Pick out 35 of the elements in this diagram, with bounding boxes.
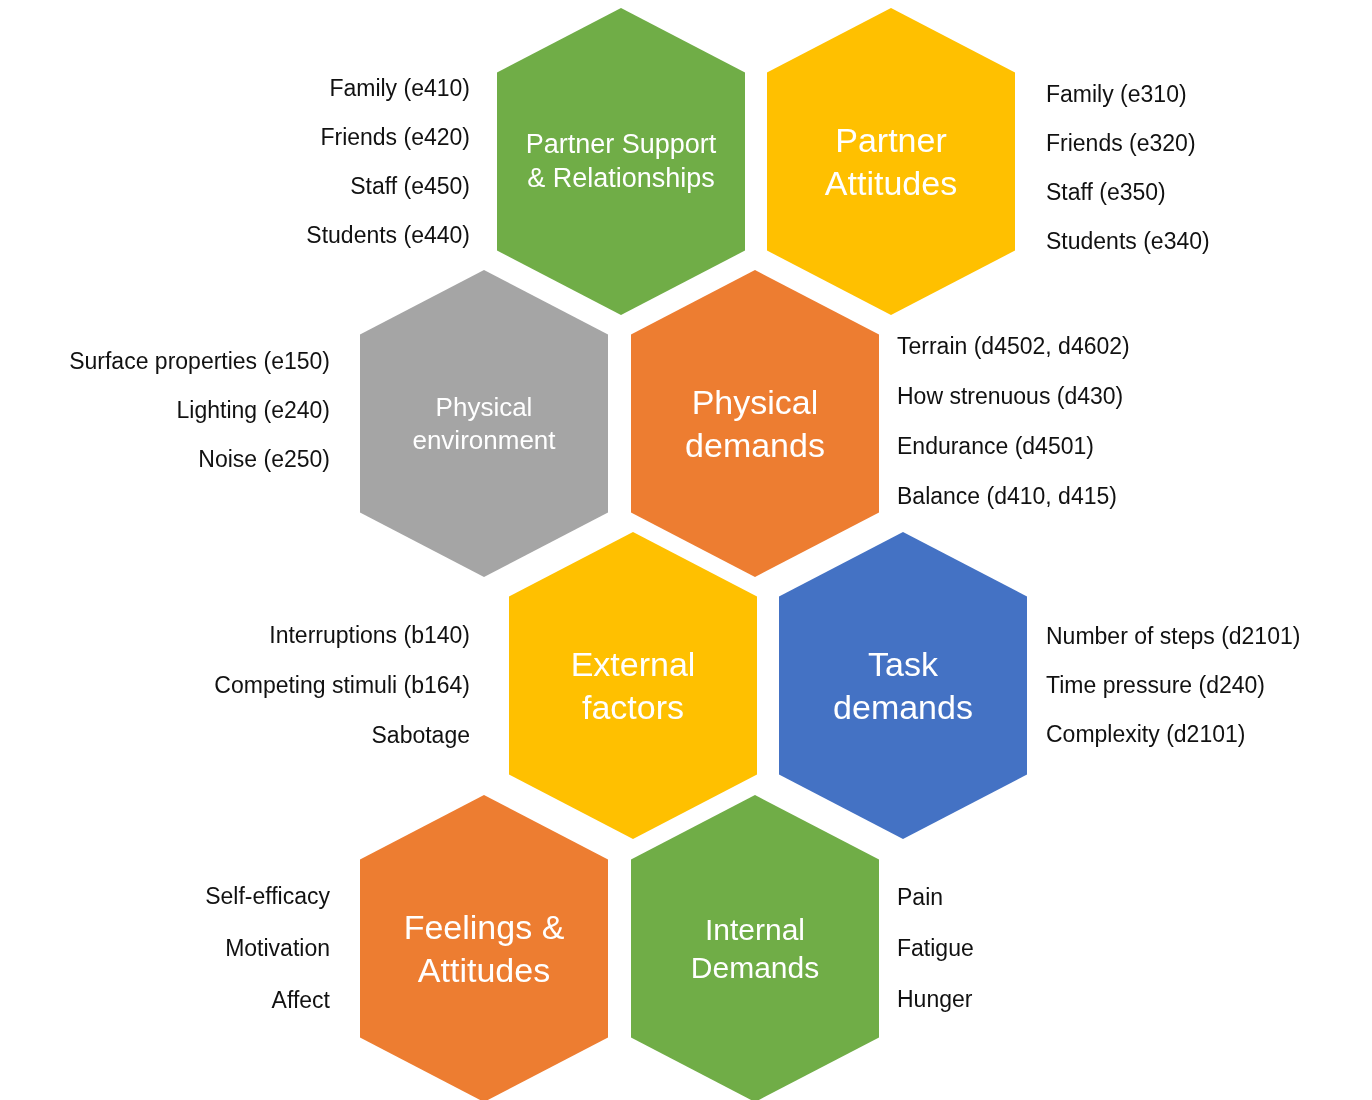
factor-text: Students (e340) xyxy=(1046,227,1210,255)
factor-text: Students (e440) xyxy=(306,221,470,249)
factor-text: Pain xyxy=(897,883,944,911)
factor-text: Sabotage xyxy=(371,721,470,749)
factor-text: Affect xyxy=(271,986,330,1014)
factor-text: Fatigue xyxy=(897,934,974,962)
factor-text: Endurance (d4501) xyxy=(897,432,1094,460)
factor-text: Staff (e450) xyxy=(350,172,470,200)
hexagon-label: Partner Attitudes xyxy=(823,120,959,204)
factor-text: How strenuous (d430) xyxy=(897,382,1124,410)
hexagon-label: External factors xyxy=(569,644,697,728)
factor-text: Competing stimuli (b164) xyxy=(214,671,470,699)
factor-text: Terrain (d4502, d4602) xyxy=(897,332,1130,360)
hexagon-label: Task demands xyxy=(832,644,974,728)
factor-text: Lighting (e240) xyxy=(176,396,330,424)
factor-text: Staff (e350) xyxy=(1046,178,1166,206)
hexagon-label: Feelings & Attitudes xyxy=(402,907,566,991)
factor-text: Noise (e250) xyxy=(198,445,330,473)
factor-text: Surface properties (e150) xyxy=(69,347,330,375)
factor-text: Hunger xyxy=(897,985,973,1013)
factor-text: Friends (e320) xyxy=(1046,129,1196,157)
factor-text: Family (e410) xyxy=(329,74,470,102)
factor-text: Number of steps (d2101) xyxy=(1046,622,1301,650)
hexagon-label: Internal Demands xyxy=(689,912,821,986)
factor-text: Time pressure (d240) xyxy=(1046,671,1265,699)
factor-text: Complexity (d2101) xyxy=(1046,720,1246,748)
factor-text: Interruptions (b140) xyxy=(269,621,470,649)
factor-text: Balance (d410, d415) xyxy=(897,482,1117,510)
factor-text: Self-efficacy xyxy=(205,882,330,910)
factor-text: Motivation xyxy=(225,934,330,962)
hexagon-label: Physical environment xyxy=(411,391,557,456)
hexagon-label: Partner Support & Relationships xyxy=(524,127,718,195)
factor-text: Friends (e420) xyxy=(320,123,470,151)
hexagon-label: Physical demands xyxy=(684,382,826,466)
factor-text: Family (e310) xyxy=(1046,80,1187,108)
